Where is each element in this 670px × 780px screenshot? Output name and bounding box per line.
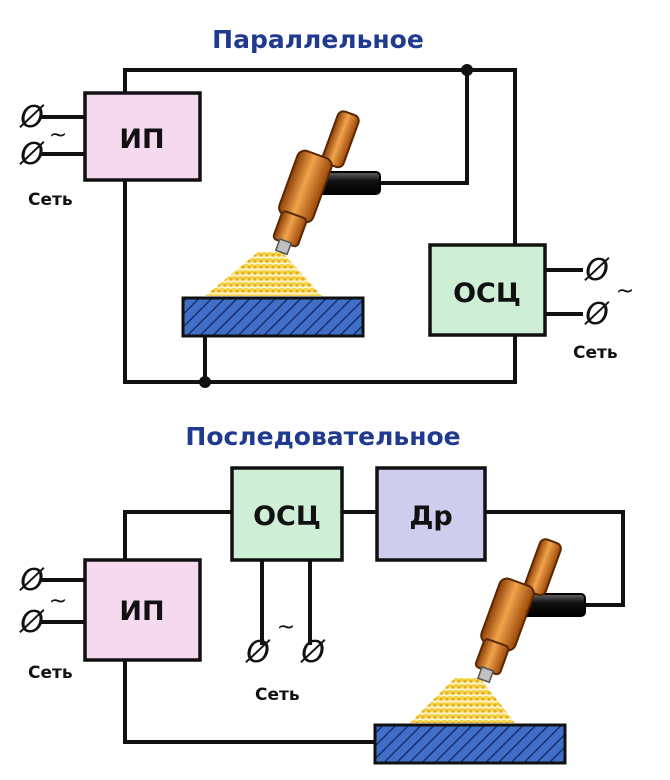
- choke-label: Др: [409, 501, 452, 532]
- choke-box: Др: [375, 466, 487, 562]
- power-source-box: ИП: [83, 91, 202, 182]
- terminal-icon: Ø: [18, 100, 45, 135]
- terminal-icon: Ø: [299, 635, 326, 670]
- ac-symbol: ~: [277, 615, 295, 640]
- serial-title: Последовательное: [185, 422, 460, 451]
- power-source-label: ИП: [119, 596, 164, 627]
- mains-label: Сеть: [28, 663, 73, 683]
- junction-dot: [461, 64, 473, 76]
- welding-torch-icon: [474, 538, 586, 684]
- parallel-title: Параллельное: [212, 25, 424, 54]
- parallel-wires: [40, 68, 583, 384]
- terminal-icon: Ø: [18, 563, 45, 598]
- mains-label: Сеть: [255, 685, 300, 705]
- terminal-icon: Ø: [244, 635, 271, 670]
- power-source-label: ИП: [119, 124, 164, 155]
- arc-glow: [410, 678, 515, 723]
- serial-wires: [40, 510, 625, 744]
- ac-symbol: ~: [49, 123, 67, 148]
- terminal-icon: Ø: [18, 605, 45, 640]
- ac-symbol: ~: [616, 279, 634, 304]
- workpiece: [181, 296, 365, 338]
- oscillator-box: ОСЦ: [428, 243, 547, 337]
- junction-dot: [199, 376, 211, 388]
- workpiece: [373, 723, 567, 765]
- oscillator-label: ОСЦ: [253, 501, 321, 532]
- mains-label: Сеть: [573, 343, 618, 363]
- parallel-scheme: Параллельное ИП Ø Ø ~ Сеть ОСЦ Ø: [18, 25, 634, 388]
- serial-scheme: Последовательное ОСЦ Др ИП Ø Ø ~: [18, 422, 625, 765]
- welding-torch-icon: [272, 110, 381, 256]
- power-source-box: ИП: [83, 558, 202, 662]
- arc-glow: [205, 252, 322, 296]
- ac-symbol: ~: [49, 589, 67, 614]
- terminal-icon: Ø: [583, 253, 610, 288]
- oscillator-label: ОСЦ: [453, 278, 521, 309]
- terminal-icon: Ø: [18, 137, 45, 172]
- terminal-icon: Ø: [583, 297, 610, 332]
- oscillator-box: ОСЦ: [230, 466, 344, 562]
- mains-label: Сеть: [28, 190, 73, 210]
